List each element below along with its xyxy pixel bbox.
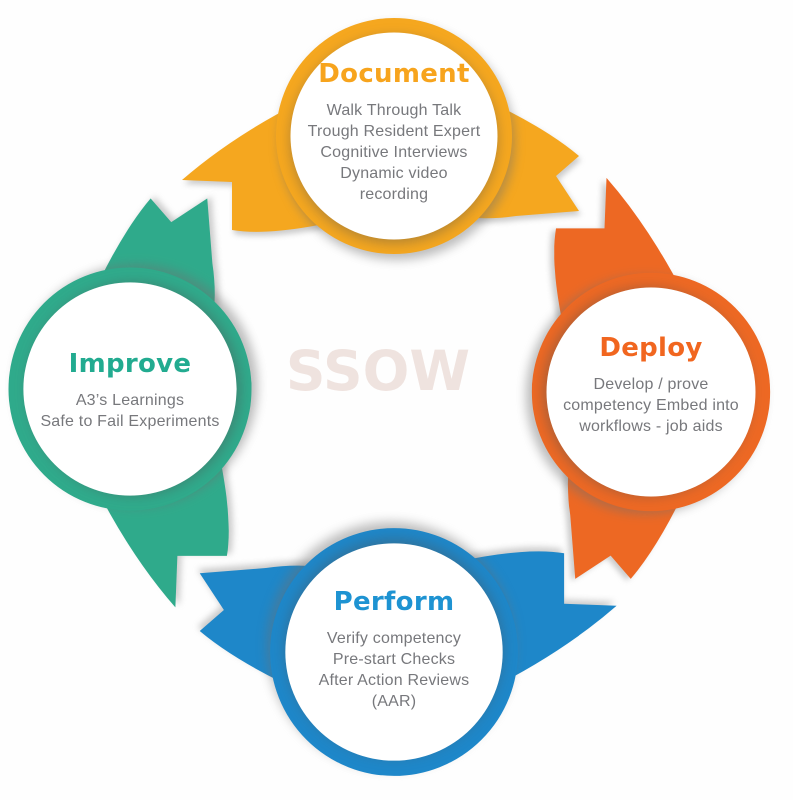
- deploy-ring: [531, 272, 771, 512]
- deploy-unit: [531, 177, 771, 579]
- center-label: SSOW: [285, 339, 471, 403]
- improve-unit: [8, 198, 252, 608]
- improve-circle: [23, 282, 237, 496]
- perform-circle: [285, 543, 503, 761]
- perform-ring: [270, 528, 518, 776]
- improve-ring: [8, 267, 252, 511]
- deploy-circle: [546, 287, 756, 497]
- document-unit: [182, 18, 579, 254]
- document-circle: [290, 32, 498, 240]
- perform-unit: [199, 528, 617, 776]
- document-ring: [276, 18, 512, 254]
